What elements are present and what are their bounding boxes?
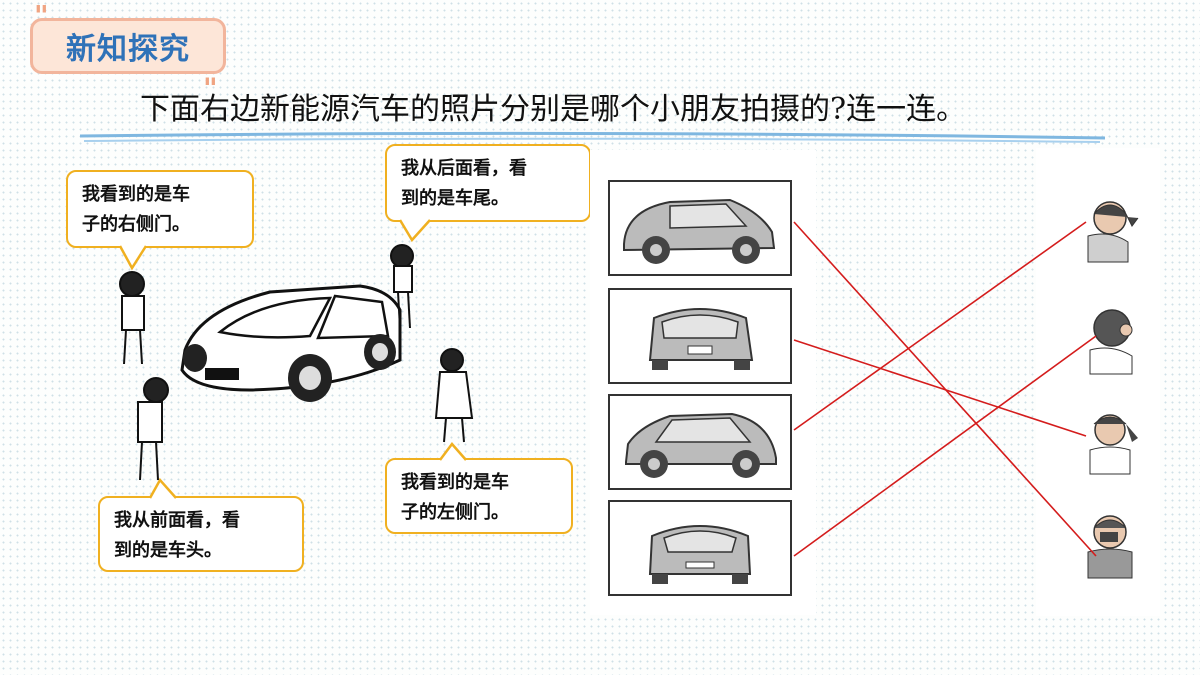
bubble-front-line2: 到的是车头。 (114, 540, 222, 561)
bubble-rear-line1: 我从后面看，看 (401, 158, 527, 179)
car-photo-1[interactable] (608, 180, 792, 276)
boy-front-icon[interactable] (1080, 510, 1150, 580)
children-panel (1036, 148, 1160, 616)
car-photo-3[interactable] (608, 394, 792, 490)
bubble-front: 我从前面看，看 到的是车头。 (98, 496, 304, 572)
bubble-left-door-line1: 我看到的是车 (401, 472, 509, 493)
bubble-rear-line2: 到的是车尾。 (401, 188, 509, 209)
car-scene-illustration (119, 244, 474, 481)
car-side-right-icon (623, 198, 776, 264)
bubble-left-door-line2: 子的左侧门。 (401, 502, 509, 523)
boy-side-icon[interactable] (1080, 306, 1150, 376)
car-front-icon (648, 525, 752, 584)
section-tag: 新知探究 (30, 18, 226, 74)
car-side-left-icon (625, 412, 777, 478)
car-photo-2[interactable] (608, 288, 792, 384)
title-underline (79, 131, 1106, 143)
girl-pigtails-icon[interactable] (1080, 408, 1150, 478)
bubble-right-door-line2: 子的右侧门。 (82, 214, 190, 235)
girl-ponytail-icon[interactable] (1080, 196, 1150, 266)
question-text: 下面右边新能源汽车的照片分别是哪个小朋友拍摄的?连一连。 (140, 92, 967, 127)
bubble-right-door: 我看到的是车 子的右侧门。 (66, 170, 254, 248)
car-photo-4[interactable] (608, 500, 792, 596)
bubble-left-door: 我看到的是车 子的左侧门。 (385, 458, 573, 534)
photos-panel (590, 150, 816, 615)
bubble-right-door-line1: 我看到的是车 (82, 184, 190, 205)
bubble-front-line1: 我从前面看，看 (114, 510, 240, 531)
bubble-rear: 我从后面看，看 到的是车尾。 (385, 144, 591, 222)
car-rear-icon (648, 308, 754, 370)
